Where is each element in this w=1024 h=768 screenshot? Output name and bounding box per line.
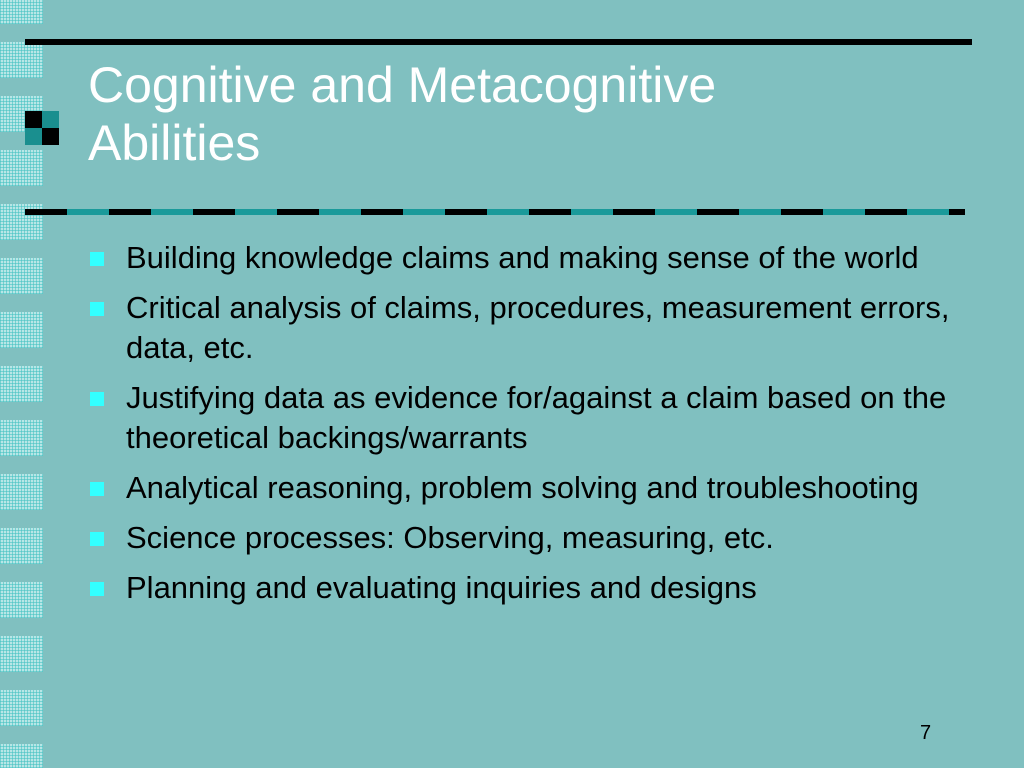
bullet-square-icon xyxy=(90,482,104,496)
strip-band xyxy=(0,24,43,42)
list-item: Science processes: Observing, measuring,… xyxy=(88,518,968,558)
list-item: Building knowledge claims and making sen… xyxy=(88,238,968,278)
bullet-text: Building knowledge claims and making sen… xyxy=(126,240,919,275)
strip-band xyxy=(0,348,43,366)
strip-band xyxy=(0,294,43,312)
strip-band xyxy=(0,618,43,636)
bullet-text: Critical analysis of claims, procedures,… xyxy=(126,290,950,365)
strip-band xyxy=(0,726,43,744)
page-number: 7 xyxy=(920,722,932,744)
strip-band xyxy=(0,510,43,528)
bullet-text: Science processes: Observing, measuring,… xyxy=(126,520,774,555)
title-square-icon xyxy=(25,111,59,145)
list-item: Analytical reasoning, problem solving an… xyxy=(88,468,968,508)
strip-band xyxy=(0,402,43,420)
top-rule xyxy=(25,39,972,45)
bullet-list: Building knowledge claims and making sen… xyxy=(88,238,968,618)
strip-band xyxy=(0,672,43,690)
strip-band xyxy=(0,456,43,474)
list-item: Planning and evaluating inquiries and de… xyxy=(88,568,968,608)
bullet-square-icon xyxy=(90,532,104,546)
slide-title: Cognitive and Metacognitive Abilities xyxy=(88,56,968,172)
strip-band xyxy=(0,186,43,204)
bullet-text: Analytical reasoning, problem solving an… xyxy=(126,470,919,505)
list-item: Critical analysis of claims, procedures,… xyxy=(88,288,968,368)
bullet-square-icon xyxy=(90,582,104,596)
strip-band xyxy=(0,564,43,582)
title-line-2: Abilities xyxy=(88,115,261,171)
strip-band xyxy=(0,78,43,96)
bullet-text: Justifying data as evidence for/against … xyxy=(126,380,947,455)
title-line-1: Cognitive and Metacognitive xyxy=(88,57,717,113)
bullet-square-icon xyxy=(90,252,104,266)
title-dashed-rule xyxy=(25,209,965,215)
bullet-square-icon xyxy=(90,392,104,406)
bullet-text: Planning and evaluating inquiries and de… xyxy=(126,570,757,605)
strip-band xyxy=(0,240,43,258)
bullet-square-icon xyxy=(90,302,104,316)
list-item: Justifying data as evidence for/against … xyxy=(88,378,968,458)
